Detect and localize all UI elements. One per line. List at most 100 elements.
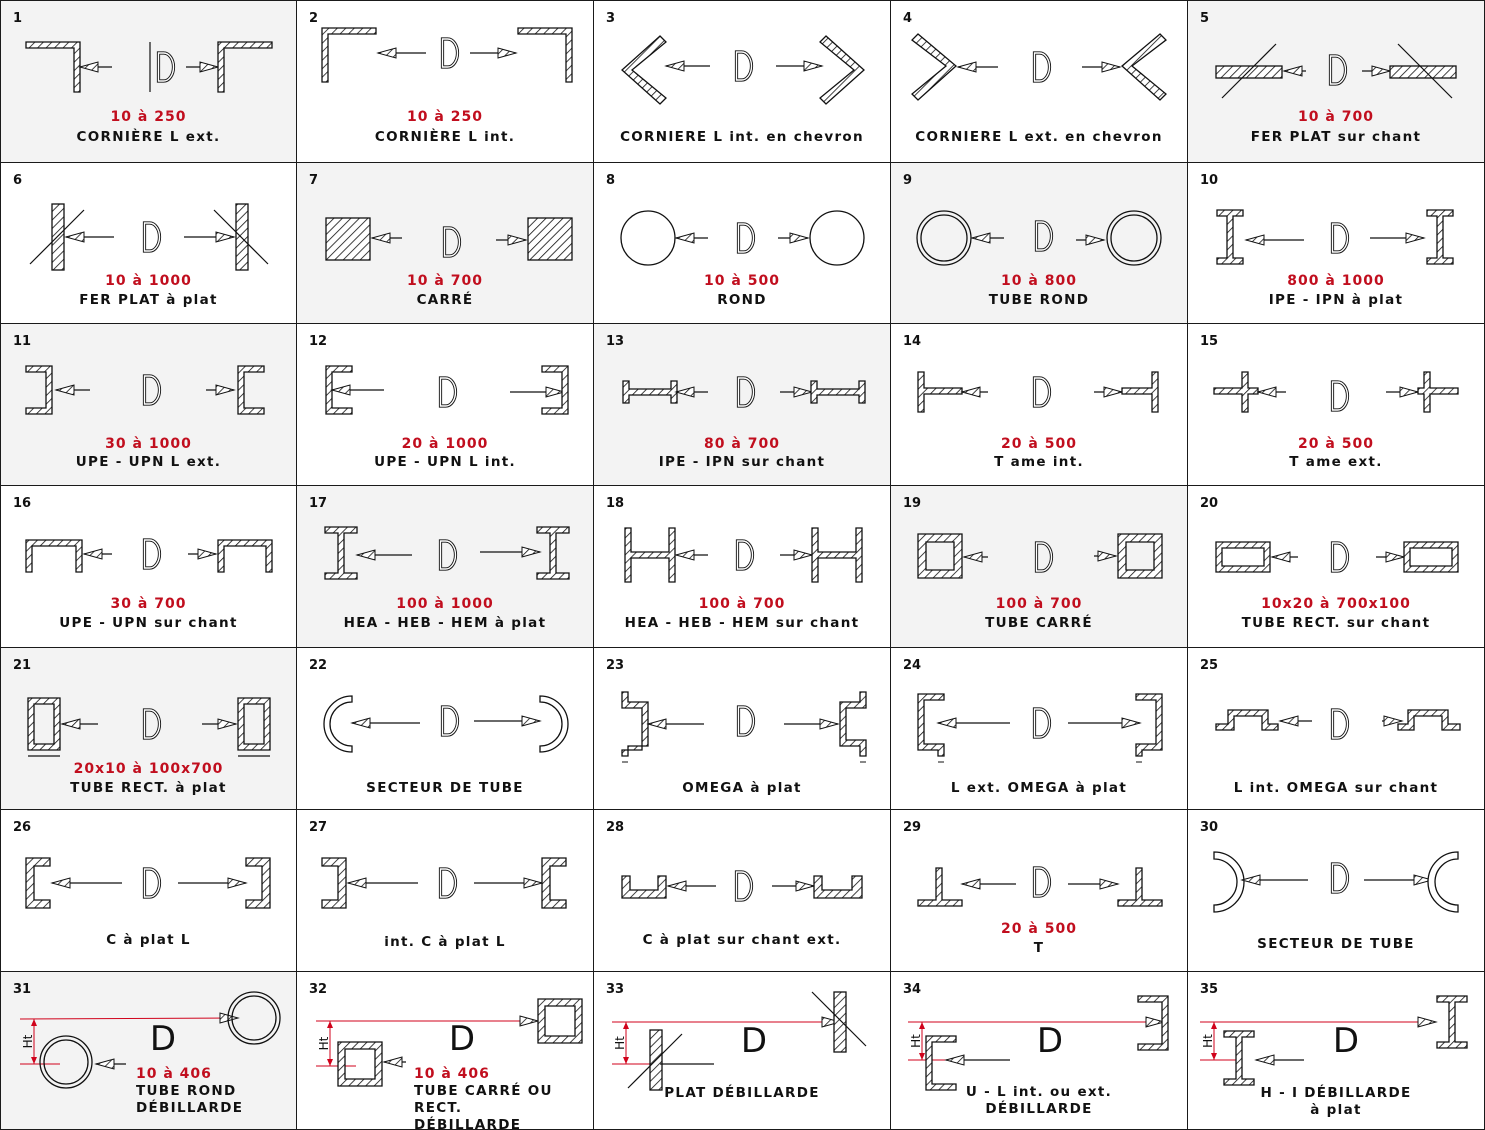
cell-number: 3: [606, 11, 616, 26]
arrow-left: [78, 61, 112, 73]
profile-label: int. C à plat L: [384, 934, 506, 950]
size-range: 10 à 800: [1001, 273, 1077, 289]
profile-label: SECTEUR DE TUBE: [366, 780, 524, 796]
tube-round-section: [916, 210, 972, 266]
arrow-left: [1256, 386, 1286, 398]
ibeam-section: [536, 526, 570, 580]
ibeam-section: [1436, 995, 1468, 1049]
cell-number: 28: [606, 820, 625, 835]
c-section: [541, 857, 567, 909]
d-letter: [442, 226, 462, 258]
arrow-left: [1278, 715, 1312, 727]
arrow-right: [784, 718, 840, 730]
size-range: 10 à 406: [414, 1066, 490, 1082]
channel-section: [237, 365, 265, 415]
size-range: 20 à 500: [1001, 436, 1077, 452]
cell-number: 32: [309, 982, 328, 997]
cell-number: 35: [1200, 982, 1219, 997]
profile-figure: [25, 538, 273, 573]
angle-section: [217, 41, 273, 93]
size-range: 10 à 700: [407, 273, 483, 289]
d-letter: [1032, 707, 1052, 739]
profile-label: PLAT DÉBILLARDE: [664, 1085, 820, 1101]
d-letter: [736, 222, 756, 254]
d-letter: [1330, 541, 1350, 573]
profile-figure: [25, 41, 273, 93]
ibeam-section: [1223, 1030, 1255, 1086]
profile-figure: [1216, 209, 1454, 265]
channel-section: [1137, 995, 1169, 1051]
d-letter: [142, 867, 162, 899]
ht-dimension: Ht: [19, 1012, 240, 1065]
cell-number: 12: [309, 334, 328, 349]
arrow-right: [202, 718, 238, 730]
flat-section: [235, 203, 249, 271]
profile-label: TUBE CARRÉ: [985, 615, 1093, 631]
chevron-section: [1121, 33, 1167, 101]
arrow-left: [674, 549, 708, 561]
profile-label: UPE - UPN L int.: [374, 454, 516, 470]
profile-label: L int. OMEGA sur chant: [1233, 780, 1439, 796]
profile-label: IPE - IPN sur chant: [658, 454, 826, 470]
flat-section: [1389, 65, 1457, 79]
size-range: 30 à 1000: [105, 436, 192, 452]
profile-label: TUBE ROND DÉBILLARDE: [136, 1083, 244, 1116]
profile-label: U - L int. ou ext. DÉBILLARDE: [965, 1084, 1113, 1117]
profile-figure: [1213, 371, 1459, 413]
tube-section: [1403, 541, 1459, 573]
angle-section: [517, 27, 573, 83]
profile-label: TUBE CARRÉ OU RECT. DÉBILLARDE: [414, 1083, 553, 1130]
profile-figure: [916, 210, 1162, 266]
size-range: 100 à 700: [698, 596, 786, 612]
d-letter: [142, 538, 162, 570]
profile-label: CORNIERE L ext. en chevron: [915, 129, 1163, 145]
profile-figure: [1215, 708, 1461, 740]
arrow-left: [956, 61, 998, 73]
arrow-left: [970, 232, 1004, 244]
profile-figure: [321, 857, 567, 909]
arrow-right: [480, 546, 542, 558]
profile-label: HEA - HEB - HEM sur chant: [624, 615, 860, 631]
arrow-left: [1240, 874, 1308, 886]
arrow-left: [376, 47, 426, 59]
ibeam-section: [622, 380, 678, 404]
profile-label: TUBE RECT. à plat: [70, 780, 227, 796]
cell-number: 13: [606, 334, 625, 349]
size-range: 10 à 700: [1298, 109, 1374, 125]
cell-number: 20: [1200, 496, 1219, 511]
angle-section: [25, 41, 81, 93]
profile-label: CORNIERE L int. en chevron: [620, 129, 864, 145]
profile-figure: [27, 697, 271, 757]
d-letter: [1330, 862, 1350, 894]
profile-figure: [621, 691, 867, 763]
d-letter: D: [1037, 1021, 1063, 1061]
profile-figure: [324, 526, 570, 580]
profile-label: L ext. OMEGA à plat: [950, 780, 1128, 796]
square-section: [325, 217, 371, 261]
arrow-left: [346, 877, 418, 889]
chevron-section: [911, 33, 957, 101]
profile-label: OMEGA à plat: [682, 780, 802, 796]
size-range: 10 à 1000: [105, 273, 192, 289]
tee-section: [917, 371, 963, 413]
profile-label: IPE - IPN à plat: [1268, 292, 1404, 308]
d-letter: D: [1333, 1021, 1359, 1061]
arrow-right: [776, 60, 824, 72]
profile-label: C à plat sur chant ext.: [642, 932, 842, 948]
flat-section: [833, 991, 847, 1053]
tube-section: [917, 533, 963, 579]
size-range: 20 à 500: [1298, 436, 1374, 452]
arrow-left: [1254, 1054, 1304, 1066]
tee-section: [1117, 867, 1163, 907]
profile-figure: [25, 365, 265, 415]
round-section: [809, 210, 865, 266]
